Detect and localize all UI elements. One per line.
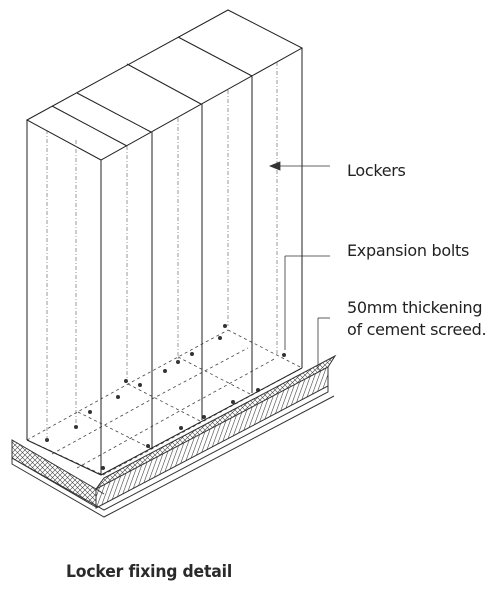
hidden-lines (46, 62, 278, 440)
cement-screed-thickening (95, 354, 337, 509)
lockers-label: Lockers (347, 161, 406, 180)
diagram-caption: Locker fixing detail (66, 562, 233, 582)
leader-lines (268, 161, 330, 370)
lockers-arrowhead (268, 161, 281, 171)
floor-slab (11, 374, 335, 518)
expansion-bolts-label: Expansion bolts (347, 241, 469, 260)
screed-label-line1: 50mm thickening (347, 298, 483, 317)
lockers (25, 9, 304, 476)
screed-label: 50mm thickening of cement screed. (347, 297, 487, 341)
expansion-bolts (45, 324, 286, 470)
screed-label-line2: of cement screed. (347, 320, 487, 339)
